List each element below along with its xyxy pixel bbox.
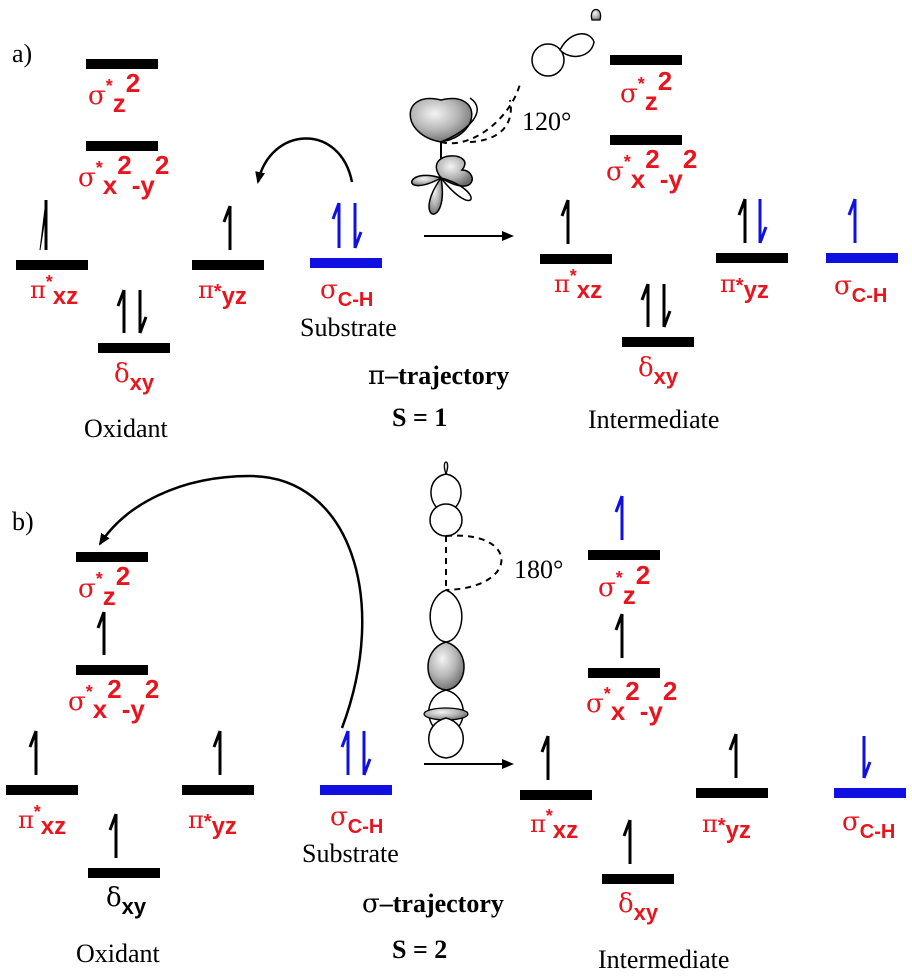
electron-up-b-int-pi-xz [540,735,550,780]
electron-up-b-int-sigma-z2 [614,495,624,540]
panel-a: a) σ*z2 σ*x2-y2 π*xz δxy Oxidant π*yz σC… [12,8,898,443]
label-a-ox-delta-xy: δxy [114,359,155,395]
label-b-int-sigma-x2y2: σ*x2-y2 [586,676,677,726]
level-b-int-sigma-x2y2 [588,668,660,678]
level-b-int-sigma-z2 [588,550,660,560]
label-b-ox-pi-yz: π*yz [188,806,237,840]
label-b-sub-sigma-ch: σC-H [330,802,383,838]
group-b-oxidant: Oxidant [76,939,161,968]
electron-up-b-int-sigma-x2y2 [614,613,624,658]
angle-label-a: 120° [522,107,571,136]
electron-up-a-int-delta [640,283,650,327]
level-a-int-sigma-z2 [610,55,682,65]
electron-down-a-sub [353,203,363,249]
label-b-ox-sigma-x2y2: σ*x2-y2 [68,674,159,724]
level-b-ox-pi-xz [6,785,78,795]
electron-up-b-int-delta [622,819,632,864]
level-b-ox-pi-yz [182,785,254,795]
label-a-ox-pi-yz: π*yz [198,276,247,310]
group-b-substrate: Substrate [302,839,399,868]
electron-up-b-int-pi-yz [728,733,738,778]
label-b-ox-delta-xy: δxy [106,883,147,919]
panel-b: b) σ*z2 σ*x2-y2 π*xz δxy Oxidant π*yz σC… [6,461,906,974]
level-b-ox-delta-xy [88,868,160,878]
label-b-int-sigma-z2: σ*z2 [598,560,650,610]
electron-up-b-ox-sigma-x2y2 [96,611,106,655]
label-b-int-sigma-ch: σC-H [842,807,895,843]
electron-down-a-int-pi-yz [758,199,768,244]
label-b-int-pi-xz: π*xz [530,806,578,844]
electron-up-a-ox-pi-yz [222,205,232,250]
label-b-int-pi-yz: π*yz [702,810,751,844]
panel-label-b: b) [12,507,34,536]
transfer-arrow-b [98,474,364,729]
electron-down-b-sub [362,731,372,776]
electron-up-a-int-sigma-ch [847,198,857,243]
level-b-int-pi-yz [696,788,768,798]
level-a-ox-pi-yz [192,260,264,270]
label-a-ox-sigma-z2: σ*z2 [88,68,140,118]
label-b-int-delta-xy: δxy [618,889,659,925]
trajectory-label-a: π–trajectory [368,361,509,391]
level-a-ox-sigma-z2 [86,59,158,69]
label-a-int-sigma-z2: σ*z2 [620,66,672,116]
electron-up-b-ox-pi-xz [28,730,38,775]
electron-up-b-ox-pi-yz [212,730,222,775]
electron-down-b-int-sigma-ch [862,736,872,779]
level-a-sub-sigma-ch [310,258,382,268]
spin-label-b: S = 2 [392,935,447,964]
label-a-int-pi-xz: π*xz [554,266,602,304]
label-a-int-sigma-x2y2: σ*x2-y2 [606,144,697,194]
level-b-ox-sigma-z2 [76,552,148,562]
label-a-int-pi-yz: π*yz [720,270,769,304]
level-a-ox-delta-xy [98,343,170,353]
group-a-intermediate: Intermediate [588,405,719,434]
trajectory-label-b: σ–trajectory [362,889,504,919]
electron-up-b-ox-delta [108,813,118,858]
level-b-sub-sigma-ch [320,785,392,795]
level-b-int-pi-xz [520,790,592,800]
electron-up-b-sub [340,730,350,775]
orbital-drawing-b [423,461,503,759]
level-a-int-pi-xz [540,254,612,264]
level-a-int-sigma-x2y2 [610,135,682,145]
label-a-int-delta-xy: δxy [638,353,679,389]
level-a-ox-sigma-x2y2 [86,141,158,151]
level-a-int-delta-xy [622,337,694,347]
electron-up-a-ox-delta [116,289,126,333]
angle-label-b: 180° [514,555,563,584]
transfer-arrow-a [255,137,354,184]
label-b-ox-sigma-z2: σ*z2 [78,561,130,611]
group-a-oxidant: Oxidant [84,414,169,443]
level-a-ox-pi-xz [16,260,88,270]
level-a-int-pi-yz [716,253,788,263]
electron-up-a-int-pi-yz [737,198,747,243]
label-a-sub-sigma-ch: σC-H [320,275,373,311]
electron-down-a-ox-delta [138,290,148,334]
electron-up-a-sub [331,202,341,248]
panel-label-a: a) [12,39,32,68]
label-a-ox-pi-xz: π*xz [30,272,78,310]
level-a-int-sigma-ch [826,253,898,263]
level-b-int-sigma-ch [834,788,906,798]
electron-down-a-int-delta [662,284,672,328]
spin-label-a: S = 1 [392,403,447,432]
group-a-substrate: Substrate [300,313,397,342]
orbital-drawing-a [409,8,602,215]
label-a-int-sigma-ch: σC-H [834,271,887,307]
label-b-ox-pi-xz: π*xz [18,802,66,840]
level-b-int-delta-xy [602,874,674,884]
label-a-ox-sigma-x2y2: σ*x2-y2 [78,150,169,200]
electron-up-a-int-pi-xz [560,199,570,244]
level-b-ox-sigma-x2y2 [76,665,148,675]
group-b-intermediate: Intermediate [598,945,729,974]
